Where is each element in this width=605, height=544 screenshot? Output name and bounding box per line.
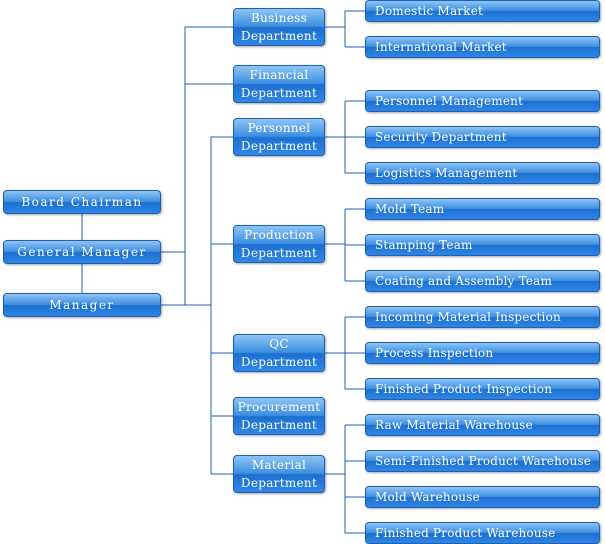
sub-box-qc-1: Process Inspection [365, 342, 600, 364]
sub-box-qc-0-text: Incoming Material Inspection [375, 310, 561, 324]
sub-box-business-0-label: Domestic Market [375, 4, 484, 18]
sub-box-personnel-1-label: Security Department [375, 130, 507, 144]
dept-box-financial-label: Financial [249, 68, 309, 82]
sub-box-production-2-text: Coating and Assembly Team [375, 274, 552, 288]
sub-box-material-0-label: Raw Material Warehouse [375, 418, 533, 432]
root-box-mgr-label: Manager [49, 298, 115, 312]
dept-box-business-label: Business [250, 11, 308, 25]
root-box-gm-text: General Manager [17, 245, 146, 259]
dept-box-material-label: Material [251, 458, 307, 472]
dept-box-financial-label: Department [240, 86, 318, 100]
sub-box-material-0: Raw Material Warehouse [365, 414, 600, 436]
sub-box-material-0-text: Raw Material Warehouse [375, 418, 533, 432]
sub-box-personnel-2: Logistics Management [365, 162, 600, 184]
root-box-board-label: Board Chairman [21, 195, 143, 209]
dept-box-production-label: Production [244, 228, 314, 242]
sub-box-qc-0-label: Incoming Material Inspection [375, 310, 561, 324]
sub-box-personnel-1: Security Department [365, 126, 600, 148]
sub-box-production-1-label: Stamping Team [375, 238, 473, 252]
sub-box-business-1-label: International Market [375, 40, 507, 54]
sub-box-qc-1-label: Process Inspection [375, 346, 494, 360]
sub-box-production-2-label: Coating and Assembly Team [375, 274, 553, 288]
root-box-mgr: Manager [3, 293, 161, 317]
dept-box-production-label: Department [240, 246, 318, 260]
root-box-board-text: Board Chairman [21, 195, 142, 209]
sub-box-personnel-2-label: Logistics Management [375, 166, 518, 180]
sub-box-material-1-text: Semi-Finished Product Warehouse [375, 454, 591, 468]
dept-box-qc-text: QC Department [241, 335, 317, 371]
sub-box-production-0: Mold Team [365, 198, 600, 220]
sub-box-material-1-label: Semi-Finished Product Warehouse [375, 454, 592, 468]
sub-box-business-1: International Market [365, 36, 600, 58]
sub-box-qc-2: Finished Product Inspection [365, 378, 600, 400]
dept-box-material-label: Department [240, 476, 318, 490]
root-box-gm-label: General Manager [17, 245, 147, 259]
sub-box-business-1-text: International Market [375, 40, 507, 54]
sub-box-material-3: Finished Product Warehouse [365, 522, 600, 544]
root-box-gm: General Manager [3, 240, 161, 264]
sub-box-material-3-text: Finished Product Warehouse [375, 526, 555, 540]
sub-box-personnel-1-text: Security Department [375, 130, 507, 144]
sub-box-material-2-label: Mold Warehouse [375, 490, 480, 504]
sub-box-material-1: Semi-Finished Product Warehouse [365, 450, 600, 472]
sub-box-production-1-text: Stamping Team [375, 238, 473, 252]
sub-box-business-0-text: Domestic Market [375, 4, 483, 18]
sub-box-production-0-label: Mold Team [375, 202, 445, 216]
dept-box-qc-label: Department [240, 355, 318, 369]
sub-box-personnel-0-text: Personnel Management [375, 94, 523, 108]
dept-box-qc-label: QC [269, 337, 289, 351]
dept-box-personnel-label: Personnel [247, 121, 311, 135]
sub-box-production-2: Coating and Assembly Team [365, 270, 600, 292]
sub-box-material-2: Mold Warehouse [365, 486, 600, 508]
sub-box-qc-2-label: Finished Product Inspection [375, 382, 553, 396]
sub-box-material-2-text: Mold Warehouse [375, 490, 480, 504]
sub-box-qc-2-text: Finished Product Inspection [375, 382, 552, 396]
dept-box-procurement-label: Procurement [237, 400, 321, 414]
root-box-board: Board Chairman [3, 190, 161, 214]
dept-box-qc: QC Department [233, 334, 325, 372]
sub-box-personnel-0-label: Personnel Management [375, 94, 524, 108]
dept-box-personnel-label: Department [240, 139, 318, 153]
sub-box-production-0-text: Mold Team [375, 202, 444, 216]
sub-box-production-1: Stamping Team [365, 234, 600, 256]
root-box-mgr-text: Manager [49, 298, 114, 312]
sub-box-qc-1-text: Process Inspection [375, 346, 493, 360]
sub-box-personnel-0: Personnel Management [365, 90, 600, 112]
sub-box-material-3-label: Finished Product Warehouse [375, 526, 556, 540]
sub-box-personnel-2-text: Logistics Management [375, 166, 517, 180]
sub-box-business-0: Domestic Market [365, 0, 600, 22]
sub-box-qc-0: Incoming Material Inspection [365, 306, 600, 328]
dept-box-procurement-label: Department [240, 418, 318, 432]
dept-box-business-label: Department [240, 29, 318, 43]
